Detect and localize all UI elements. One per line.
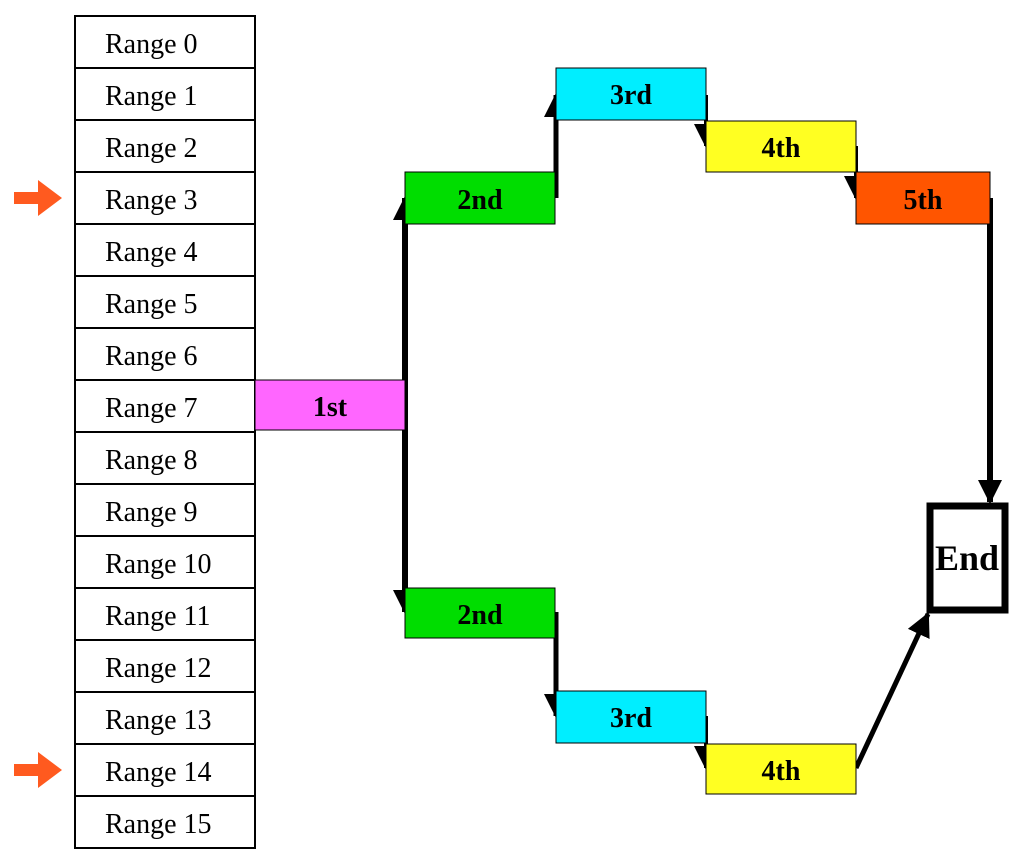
end-box <box>926 502 1009 614</box>
range-pointer-arrow-icon <box>14 180 62 216</box>
end-label: End <box>935 538 999 578</box>
range-pointers <box>14 180 62 788</box>
upper-step-fourth-box <box>705 120 857 173</box>
step-first-box <box>254 379 406 431</box>
lower-step-third-box <box>555 690 707 744</box>
range-row-label: Range 13 <box>105 705 212 736</box>
lower-branch: 2nd 3rd 4th <box>404 587 857 795</box>
step-first: 1st <box>254 379 406 431</box>
range-row-label: Range 14 <box>105 757 212 788</box>
range-pointer-arrow-icon <box>14 752 62 788</box>
upper-step-third: 3rd <box>555 67 707 121</box>
upper-step-fifth-label: 5th <box>904 185 943 216</box>
range-table: Range 0 Range 1 Range 2 Range 3 Range 4 Range… <box>74 15 256 849</box>
lower-step-second-label: 2nd <box>457 600 503 631</box>
upper-step-second-box <box>404 171 556 225</box>
lower-step-fourth-label: 4th <box>762 756 801 787</box>
upper-step-fifth-box <box>855 171 991 225</box>
range-row-label: Range 3 <box>105 185 198 216</box>
range-row-label: Range 10 <box>105 549 212 580</box>
upper-step-third-label: 3rd <box>610 80 652 111</box>
lower-step-third: 3rd <box>555 690 707 744</box>
range-row-label: Range 11 <box>105 601 211 632</box>
lower-step-second-box <box>404 587 556 639</box>
upper-branch: 2nd 3rd 4th 5th <box>404 67 991 225</box>
range-row-label: Range 15 <box>105 809 212 840</box>
lower-step-third-label: 3rd <box>610 703 652 734</box>
step-first-label: 1st <box>313 392 348 423</box>
range-row-label: Range 4 <box>105 237 198 268</box>
upper-step-third-box <box>555 67 707 121</box>
upper-step-second-label: 2nd <box>457 185 503 216</box>
lower-step-fourth-box <box>705 743 857 795</box>
range-row-label: Range 9 <box>105 497 198 528</box>
upper-step-fifth: 5th <box>855 171 991 225</box>
range-row-label: Range 6 <box>105 341 198 372</box>
range-row-label: Range 12 <box>105 653 212 684</box>
range-row-label: Range 7 <box>105 393 198 424</box>
range-row-label: Range 8 <box>105 445 198 476</box>
upper-step-fourth-label: 4th <box>762 133 801 164</box>
range-rows: Range 0 Range 1 Range 2 Range 3 Range 4 Range… <box>75 29 255 840</box>
arrow-lower-fourth-to-end <box>853 612 931 770</box>
range-row-label: Range 0 <box>105 29 198 60</box>
range-row-label: Range 5 <box>105 289 198 320</box>
lower-step-fourth: 4th <box>705 743 857 795</box>
range-row-label: Range 2 <box>105 133 198 164</box>
upper-step-fourth: 4th <box>705 120 857 173</box>
end-node: End <box>926 502 1009 614</box>
range-row-label: Range 1 <box>105 81 198 112</box>
upper-step-second: 2nd <box>404 171 556 225</box>
lower-step-second: 2nd <box>404 587 556 639</box>
